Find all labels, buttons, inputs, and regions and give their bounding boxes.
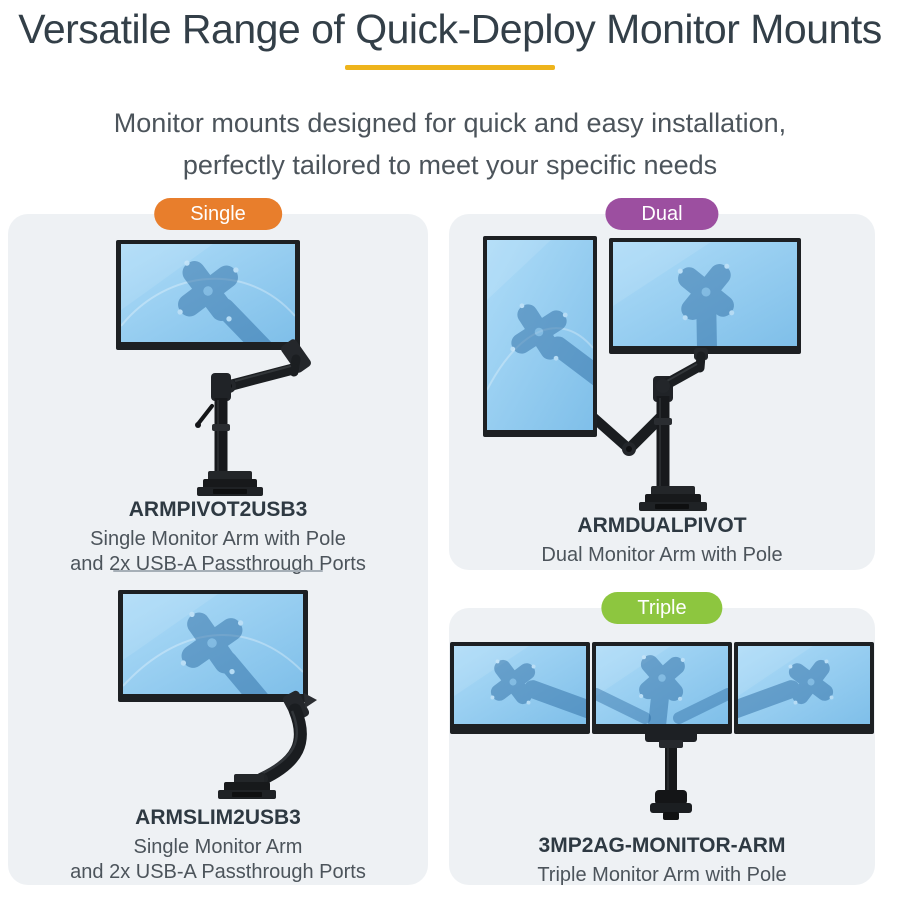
product-description: Single Monitor Arm with Pole and 2x USB-… — [70, 528, 366, 575]
card-dual-product: Dual — [449, 198, 875, 570]
badge-triple: Triple — [601, 592, 723, 624]
page-subtitle: Monitor mounts designed for quick and ea… — [0, 102, 900, 186]
armdualpivot-illustration — [483, 236, 801, 511]
monitor-left-graphic — [450, 642, 590, 734]
vesa-plate-icon — [171, 254, 291, 342]
product-description: Dual Monitor Arm with Pole — [541, 544, 783, 566]
monitor-graphic — [116, 240, 300, 350]
vesa-plate-icon — [738, 655, 838, 722]
title-underline-divider — [345, 65, 555, 70]
product-info-armdualpivot: ARMDUALPIVOT Dual Monitor Arm with Pole — [449, 514, 875, 568]
monitor-landscape-graphic — [609, 238, 801, 354]
product-sku: ARMSLIM2USB3 — [135, 806, 301, 829]
armpivot2usb3-illustration — [116, 240, 311, 496]
product-sku: 3MP2AG-MONITOR-ARM — [538, 834, 786, 857]
card-inner-divider — [113, 570, 323, 572]
vesa-plate-icon — [634, 650, 690, 724]
subtitle-line-2: perfectly tailored to meet your specific… — [182, 150, 718, 180]
pole-graphic — [645, 730, 697, 794]
monitor-graphic — [118, 590, 308, 702]
monitor-center-graphic — [592, 642, 732, 734]
arm-graphic — [255, 690, 317, 786]
ghost-arm-graphic — [596, 688, 728, 724]
subtitle-line-1: Monitor mounts designed for quick and ea… — [113, 108, 787, 138]
card-triple-product: Triple — [449, 592, 875, 888]
product-description: Triple Monitor Arm with Pole — [537, 864, 787, 886]
triple-monitor-arm-illustration — [450, 642, 874, 820]
desk-clamp-graphic — [650, 790, 692, 820]
monitor-right-graphic — [734, 642, 874, 734]
desk-clamp-graphic — [197, 471, 263, 496]
card-single-products: Single — [8, 198, 428, 885]
product-sku: ARMPIVOT2USB3 — [128, 498, 308, 521]
monitor-portrait-graphic — [483, 236, 597, 437]
vesa-plate-icon — [174, 605, 289, 694]
desk-clamp-graphic — [639, 486, 707, 511]
armslim2usb3-illustration — [118, 590, 317, 799]
product-info-armslim2usb3: ARMSLIM2USB3 Single Monitor Arm and 2x U… — [8, 806, 428, 885]
vesa-plate-icon — [504, 297, 593, 399]
badge-dual: Dual — [605, 198, 719, 230]
product-info-3mp2ag: 3MP2AG-MONITOR-ARM Triple Monitor Arm wi… — [449, 834, 875, 888]
vesa-plate-icon — [672, 258, 740, 346]
desk-clamp-graphic — [218, 774, 276, 799]
pole-graphic — [195, 373, 231, 484]
pole-graphic — [653, 376, 673, 496]
vesa-plate-icon — [486, 655, 586, 722]
arm-graphic-upper — [656, 348, 708, 393]
product-sku: ARMDUALPIVOT — [577, 514, 747, 537]
page-title: Versatile Range of Quick-Deploy Monitor … — [18, 6, 882, 52]
badge-single: Single — [154, 198, 282, 230]
product-description: Single Monitor Arm and 2x USB-A Passthro… — [70, 836, 366, 883]
product-info-armpivot2usb3: ARMPIVOT2USB3 Single Monitor Arm with Po… — [8, 498, 428, 577]
